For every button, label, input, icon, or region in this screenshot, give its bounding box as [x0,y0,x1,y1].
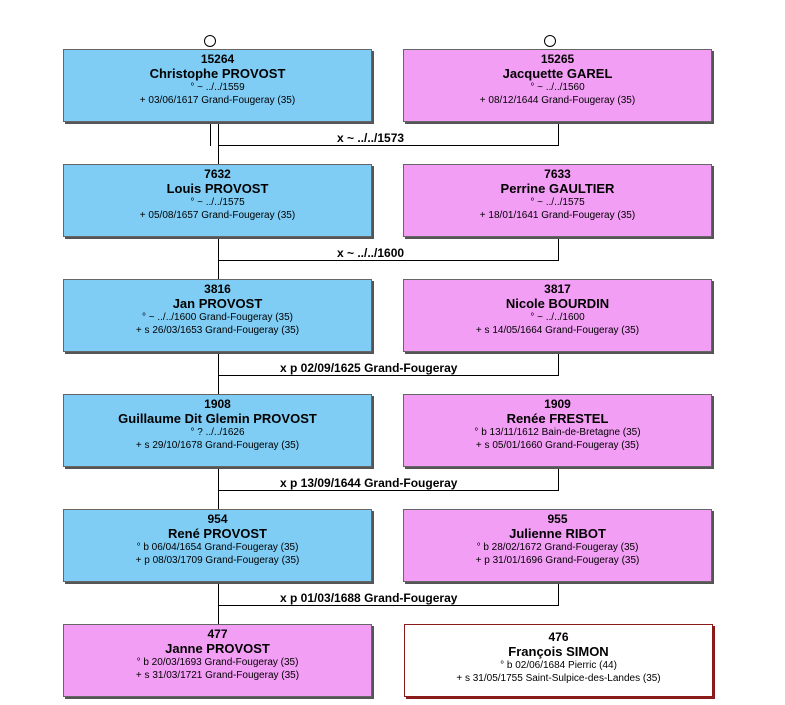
ancestor-marker-left [204,35,216,47]
sosa-number: 1909 [544,397,571,411]
birth-event: ° ~ ../../1575 [190,197,245,208]
connector [218,582,219,624]
person-name: Louis PROVOST [166,181,269,196]
death-event: + s 31/05/1755 Saint-Sulpice-des-Landes … [456,673,661,684]
birth-event: ° b 20/03/1693 Grand-Fougeray (35) [136,657,299,668]
death-event: + s 29/10/1678 Grand-Fougeray (35) [135,440,300,451]
connector [219,490,559,491]
person-name: Guillaume Dit Glemin PROVOST [118,411,317,426]
death-event: + s 26/03/1653 Grand-Fougeray (35) [135,325,300,336]
sosa-number: 476 [548,630,569,644]
person-box[interactable]: 3816 Jan PROVOST ° ~ ../../1600 Grand-Fo… [63,279,372,352]
birth-event: ° ~ ../../1559 [190,82,245,93]
person-box[interactable]: 3817 Nicole BOURDIN ° ~ ../../1600 + s 1… [403,279,712,352]
death-event: + p 31/01/1696 Grand-Fougeray (35) [475,555,640,566]
birth-event: ° ~ ../../1575 [530,197,585,208]
marriage-label: x p 01/03/1688 Grand-Fougeray [280,591,458,605]
death-event: + p 08/03/1709 Grand-Fougeray (35) [135,555,300,566]
person-box[interactable]: 1908 Guillaume Dit Glemin PROVOST ° ? ..… [63,394,372,467]
birth-event: ° b 06/04/1654 Grand-Fougeray (35) [136,542,299,553]
person-box[interactable]: 954 René PROVOST ° b 06/04/1654 Grand-Fo… [63,509,372,582]
connector [218,352,219,394]
connector [218,122,219,164]
birth-event: ° b 02/06/1684 Pierric (44) [500,660,617,671]
connector [558,237,559,261]
death-event: + 03/06/1617 Grand-Fougeray (35) [139,95,296,106]
person-box[interactable]: 955 Julienne RIBOT ° b 28/02/1672 Grand-… [403,509,712,582]
connector [558,122,559,146]
person-name: Julienne RIBOT [509,526,606,541]
sosa-number: 15265 [540,52,575,66]
sosa-number: 3816 [204,282,231,296]
marriage-label: x ~ ../../1600 [337,246,405,260]
person-name: Renée FRESTEL [506,411,609,426]
sosa-number: 7632 [204,167,231,181]
death-event: + s 31/03/1721 Grand-Fougeray (35) [135,670,300,681]
person-name: Jan PROVOST [172,296,263,311]
birth-event: ° b 13/11/1612 Bain-de-Bretagne (35) [474,427,641,438]
death-event: + 08/12/1644 Grand-Fougeray (35) [479,95,636,106]
death-event: + 18/01/1641 Grand-Fougeray (35) [479,210,636,221]
birth-event: ° ? ../../1626 [190,427,245,438]
person-name: Janne PROVOST [165,641,270,656]
death-event: + s 14/05/1664 Grand-Fougeray (35) [475,325,640,336]
sosa-number: 3817 [544,282,571,296]
spouse-box[interactable]: 476 François SIMON ° b 02/06/1684 Pierri… [404,624,713,697]
sosa-number: 15264 [200,52,235,66]
person-name: Perrine GAULTIER [500,181,615,196]
person-box[interactable]: 7632 Louis PROVOST ° ~ ../../1575 + 05/0… [63,164,372,237]
death-event: + 05/08/1657 Grand-Fougeray (35) [139,210,296,221]
connector [219,605,559,606]
connector [219,375,559,376]
person-name: René PROVOST [168,526,267,541]
marriage-label: x p 13/09/1644 Grand-Fougeray [280,476,458,490]
connector [219,260,559,261]
birth-event: ° ~ ../../1560 [530,82,585,93]
person-box[interactable]: 15265 Jacquette GAREL ° ~ ../../1560 + 0… [403,49,712,122]
person-name: François SIMON [508,644,609,659]
person-name: Nicole BOURDIN [505,296,610,311]
person-name: Christophe PROVOST [149,66,286,81]
death-event: + s 05/01/1660 Grand-Fougeray (35) [475,440,640,451]
birth-event: ° b 28/02/1672 Grand-Fougeray (35) [476,542,639,553]
person-name: Jacquette GAREL [502,66,613,81]
connector [558,582,559,606]
marriage-label: x p 02/09/1625 Grand-Fougeray [280,361,458,375]
sosa-number: 7633 [544,167,571,181]
sosa-number: 955 [547,512,568,526]
connector [210,122,211,146]
connector [219,145,559,146]
sosa-number: 954 [207,512,228,526]
ancestor-marker-right [544,35,556,47]
connector [218,237,219,279]
birth-event: ° ~ ../../1600 [530,312,585,323]
connector [558,352,559,376]
person-box[interactable]: 477 Janne PROVOST ° b 20/03/1693 Grand-F… [63,624,372,697]
birth-event: ° ~ ../../1600 Grand-Fougeray (35) [141,312,294,323]
person-box[interactable]: 1909 Renée FRESTEL ° b 13/11/1612 Bain-d… [403,394,712,467]
marriage-label: x ~ ../../1573 [337,131,405,145]
connector [558,467,559,491]
person-box[interactable]: 7633 Perrine GAULTIER ° ~ ../../1575 + 1… [403,164,712,237]
person-box[interactable]: 15264 Christophe PROVOST ° ~ ../../1559 … [63,49,372,122]
sosa-number: 477 [207,627,228,641]
sosa-number: 1908 [204,397,231,411]
connector [218,467,219,509]
